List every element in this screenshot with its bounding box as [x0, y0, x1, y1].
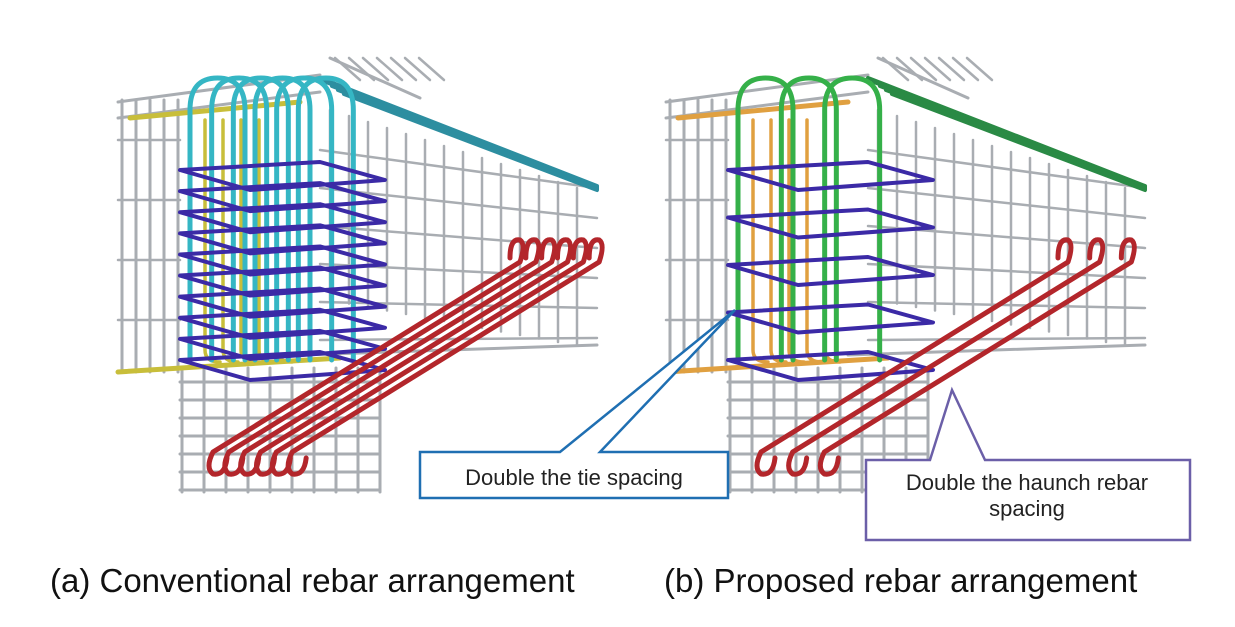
tie	[178, 328, 387, 361]
top-frame-bar	[909, 56, 938, 82]
upper-horizontal-bar	[675, 99, 851, 121]
haunch-bars	[206, 237, 605, 477]
haunch-bar	[222, 237, 542, 477]
tie	[726, 302, 935, 335]
tie	[178, 223, 387, 256]
beam-longitudinal-bar	[866, 186, 1147, 220]
haunch-bars	[754, 237, 1137, 477]
stirrups	[187, 75, 356, 363]
joint-cage	[116, 98, 182, 374]
tie	[178, 265, 387, 298]
lower-horizontal-bar	[115, 355, 343, 375]
haunch-bar	[238, 237, 558, 477]
stirrup	[274, 75, 335, 363]
tie	[178, 244, 387, 277]
tie	[726, 160, 935, 192]
tie	[178, 307, 387, 340]
beam-longitudinal-bar	[318, 148, 599, 190]
tie	[178, 350, 387, 382]
top-frame-bar	[347, 56, 376, 82]
beam-longitudinal-bar	[866, 300, 1147, 310]
ties	[726, 160, 935, 382]
tie	[178, 202, 387, 235]
top-frame-bar	[328, 56, 422, 100]
haunch-bar	[206, 237, 526, 477]
haunch-spacing-callout	[864, 386, 1192, 542]
beam-longitudinal-bar	[866, 148, 1147, 190]
top-longitudinal-bars	[318, 76, 599, 192]
caption-conventional: (a) Conventional rebar arrangement	[50, 562, 575, 599]
stirrup	[230, 75, 291, 363]
beam-bottom-bar	[846, 343, 1147, 357]
tie	[726, 207, 935, 240]
stirrup	[295, 75, 356, 363]
tie	[726, 255, 935, 287]
top-frame-bar	[895, 56, 924, 82]
upper-horizontal-bar	[127, 99, 303, 121]
top-longitudinal-bar	[890, 92, 1147, 192]
caption-proposed: (b) Proposed rebar arrangement	[664, 562, 1138, 599]
top-frame-bar	[965, 56, 994, 82]
haunch-spacing-callout-text: Double the haunch rebar spacing	[905, 470, 1149, 521]
ties	[178, 160, 387, 382]
top-frame-bar	[361, 56, 390, 82]
stirrup	[252, 75, 313, 363]
haunch-bar	[285, 237, 605, 477]
haunch-bar	[254, 237, 573, 477]
top-frame-bar	[333, 56, 362, 82]
joint-horizontal-bar	[751, 118, 770, 364]
beam-longitudinal-bar	[866, 262, 1147, 280]
top-frame-bar	[881, 56, 910, 82]
top-frame-bar	[403, 56, 432, 82]
top-longitudinal-bar	[342, 92, 599, 192]
beam-longitudinal-bar	[318, 186, 599, 220]
stirrup	[209, 75, 270, 363]
top-frame-bar	[876, 56, 970, 100]
stirrup	[735, 75, 796, 363]
top-longitudinal-bars	[866, 76, 1147, 192]
panel-b-proposed-rebar-model	[663, 56, 1147, 494]
tie-spacing-callout-text: Double the tie spacing	[465, 465, 683, 490]
top-frame-bar	[923, 56, 952, 82]
top-frame-bar	[664, 73, 870, 104]
tie	[726, 350, 935, 382]
haunch-bar	[817, 237, 1137, 477]
haunch-bar	[269, 237, 589, 477]
top-frame-bar	[937, 56, 966, 82]
tie	[178, 181, 387, 214]
joint-horizontal-bar	[805, 118, 824, 364]
tie-spacing-callout	[418, 309, 736, 500]
haunch-bar	[754, 237, 1074, 477]
haunch-bar	[786, 237, 1106, 477]
stirrup	[822, 75, 883, 363]
top-frame-bar	[951, 56, 980, 82]
callouts-layer	[418, 309, 1192, 542]
tie	[178, 160, 387, 192]
tie	[178, 286, 387, 319]
panel-a-conventional-rebar-model	[115, 56, 605, 494]
lower-horizontal-bar	[663, 355, 891, 375]
stirrups	[735, 75, 883, 363]
joint-cage	[664, 98, 730, 374]
stirrup	[778, 75, 839, 363]
top-frame-bar	[389, 56, 418, 82]
beam-longitudinal-bar	[318, 224, 599, 250]
top-frame-bar	[375, 56, 404, 82]
top-frame-bar	[417, 56, 446, 82]
column-cage	[726, 366, 930, 494]
stirrup	[187, 75, 248, 363]
